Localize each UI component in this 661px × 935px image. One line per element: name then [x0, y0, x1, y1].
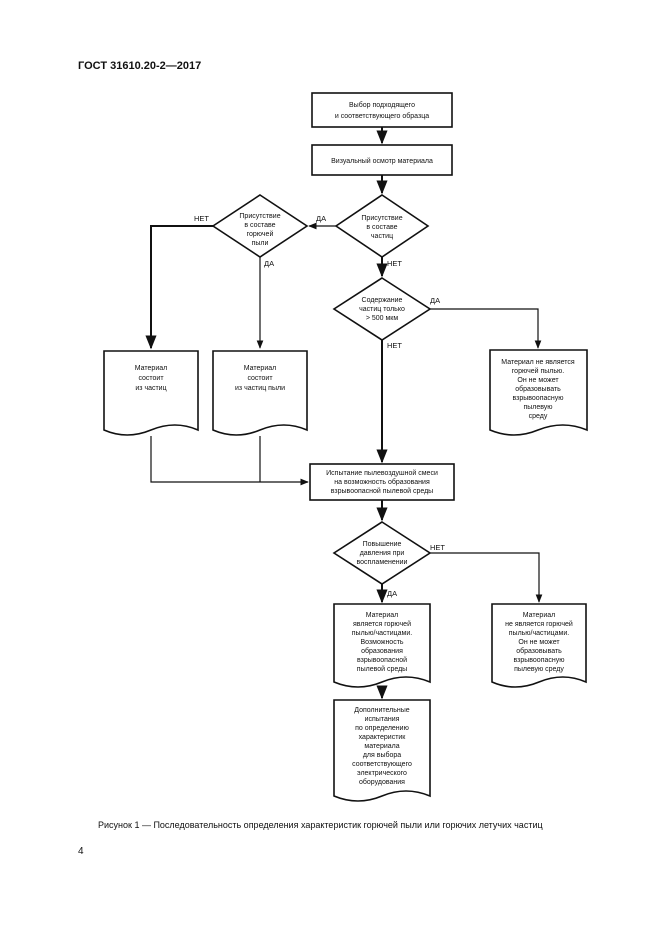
doc-material-dust-line-3: из частиц пыли [235, 385, 285, 392]
doc-not-flammable-line-3: пылью/частицами. [509, 630, 570, 637]
label-yes-pressure: ДА [387, 589, 397, 598]
label-yes-particle: ДА [316, 214, 326, 223]
decision-particle-size-line-3: > 500 мкм [366, 315, 399, 322]
doc-additional-tests-line-3: по определению [355, 725, 409, 732]
node-select-sample-line-1: Выбор подходящего [349, 101, 415, 109]
doc-not-flammable: Материал не является горючей пылью/части… [491, 603, 587, 688]
figure-caption: Рисунок 1 — Последовательность определен… [98, 820, 543, 830]
doc-material-particles: Материал состоит из частиц [103, 350, 199, 436]
doc-is-flammable-line-1: Материал [366, 612, 398, 619]
node-dust-air-test-line-1: Испытание пылевоздушной смеси [326, 469, 438, 477]
edge-size-yes-to-not-dust [430, 308, 542, 349]
decision-particle-presence: Присутствие в составе частиц [334, 194, 430, 258]
node-dust-air-test-line-2: на возможность образования [334, 478, 430, 486]
decision-pressure-rise-line-2: давления при [360, 550, 405, 557]
decision-dust-presence: Присутствие в составе горючей пыли [211, 194, 309, 258]
doc-not-dust-line-4: образовывать [515, 385, 561, 393]
doc-additional-tests-line-5: материала [364, 743, 399, 750]
doc-not-dust-line-3: Он не может [517, 377, 559, 384]
decision-dust-presence-line-4: пыли [252, 240, 269, 247]
doc-not-flammable-line-7: пылевую среду [514, 666, 564, 673]
decision-pressure-rise-line-1: Повышение [363, 541, 402, 548]
doc-is-flammable-line-7: пылевой среды [357, 665, 407, 673]
doc-additional-tests-line-9: оборудования [359, 778, 405, 786]
node-visual-inspection-line-1: Визуальный осмотр материала [331, 157, 433, 165]
decision-particle-presence-line-2: в составе [366, 224, 397, 231]
label-no-particle: НЕТ [387, 259, 402, 268]
doc-is-flammable-line-5: образования [361, 647, 403, 655]
decision-pressure-rise: Повышение давления при воспламенении [332, 521, 432, 585]
decision-particle-presence-line-1: Присутствие [361, 215, 402, 222]
doc-additional-tests-line-4: характеристик [359, 734, 407, 741]
doc-not-dust-line-6: пылевую [523, 404, 552, 411]
doc-not-dust-line-7: среду [529, 413, 548, 420]
doc-additional-tests-line-7: соответствующего [352, 761, 412, 768]
doc-additional-tests-line-1: Дополнительные [354, 707, 410, 714]
doc-not-flammable-line-6: взрывоопасную [514, 657, 565, 664]
doc-material-dust-line-1: Материал [244, 365, 276, 372]
doc-not-flammable-line-5: образовывать [516, 647, 562, 655]
doc-not-flammable-line-1: Материал [523, 612, 555, 619]
doc-not-dust-line-5: взрывоопасную [513, 395, 564, 402]
edge-dust-no-to-particles [145, 225, 213, 350]
document-header: ГОСТ 31610.20-2—2017 [78, 60, 202, 72]
decision-dust-presence-line-3: горючей [247, 230, 274, 238]
node-dust-air-test: Испытание пылевоздушной смеси на возможн… [309, 463, 455, 501]
label-no-size: НЕТ [387, 341, 402, 350]
doc-material-particles-line-2: состоит [138, 375, 164, 382]
decision-dust-presence-line-1: Присутствие [239, 213, 280, 220]
doc-not-dust-line-1: Материал не является [501, 359, 575, 366]
doc-additional-tests-line-8: электрического [357, 770, 407, 777]
doc-not-dust: Материал не является горючей пылью. Он н… [489, 349, 588, 436]
doc-additional-tests: Дополнительные испытания по определению … [333, 699, 431, 802]
node-visual-inspection: Визуальный осмотр материала [311, 144, 453, 176]
node-select-sample: Выбор подходящего и соответствующего обр… [311, 92, 453, 128]
decision-particle-size-line-2: частиц только [359, 306, 405, 313]
doc-material-particles-line-1: Материал [135, 365, 167, 372]
doc-not-flammable-line-2: не является горючей [505, 620, 573, 628]
doc-is-flammable-line-6: взрывоопасной [357, 656, 407, 664]
decision-particle-size: Содержание частиц только > 500 мкм [332, 277, 432, 341]
doc-is-flammable-line-3: пылью/частицами. [352, 630, 413, 637]
edge-particles-to-test [150, 436, 309, 486]
doc-material-particles-line-3: из частиц [135, 385, 166, 392]
doc-not-dust-line-2: горючей пылью. [512, 367, 564, 375]
doc-is-flammable-line-2: является горючей [353, 620, 411, 628]
connectors [145, 127, 543, 700]
label-yes-size: ДА [430, 296, 440, 305]
decision-particle-size-line-1: Содержание [362, 297, 403, 304]
decision-dust-presence-line-2: в составе [244, 222, 275, 229]
doc-material-dust: Материал состоит из частиц пыли [212, 350, 308, 436]
doc-additional-tests-line-2: испытания [365, 716, 400, 723]
doc-is-flammable-line-4: Возможность [360, 639, 403, 646]
node-select-sample-line-2: и соответствующего образца [335, 112, 429, 120]
doc-is-flammable: Материал является горючей пылью/частицам… [333, 603, 431, 688]
doc-additional-tests-line-6: для выбора [363, 751, 401, 759]
label-no-pressure: НЕТ [430, 543, 445, 552]
label-no-dust: НЕТ [194, 214, 209, 223]
node-dust-air-test-line-3: взрывоопасной пылевой среды [331, 487, 433, 495]
doc-material-dust-line-2: состоит [247, 375, 273, 382]
decision-particle-presence-line-3: частиц [371, 233, 393, 240]
label-yes-dust: ДА [264, 259, 274, 268]
edge-pressure-no-to-not-flammable [430, 552, 543, 603]
doc-not-flammable-line-4: Он не может [518, 639, 560, 646]
page-number: 4 [78, 846, 84, 857]
decision-pressure-rise-line-3: воспламенении [357, 559, 408, 566]
